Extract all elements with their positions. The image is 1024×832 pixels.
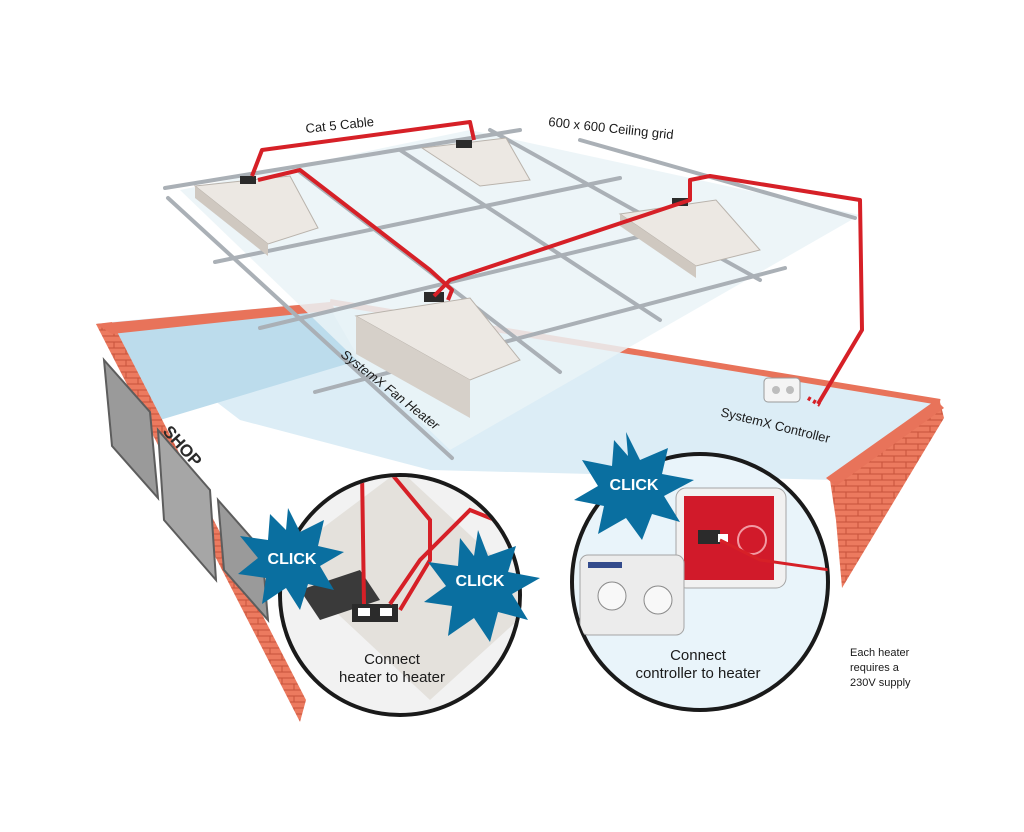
cable-tl-to-tm	[250, 120, 476, 177]
inset-right-line1: Connect	[670, 647, 727, 664]
floor-shadow	[112, 308, 360, 420]
click-burst-left: CLICK	[238, 508, 344, 610]
click-burst-right: CLICK	[574, 432, 694, 540]
heater-units	[193, 137, 761, 418]
label-ceiling-grid: 600 x 600 Ceiling grid	[548, 114, 675, 142]
shop-building	[96, 299, 944, 722]
right-brick-wall	[830, 402, 944, 588]
inset-left-line1: Connect	[364, 651, 421, 668]
supply-note: Each heater requires a 230V supply	[850, 647, 911, 689]
cable-front-to-right	[432, 174, 864, 406]
note-line1: Each heater	[850, 647, 910, 659]
click-middle-text: CLICK	[456, 573, 505, 590]
heater-front	[354, 292, 521, 418]
systemx-controller-unit	[763, 377, 801, 403]
cable-controller	[806, 396, 822, 407]
note-line3: 230V supply	[850, 677, 911, 689]
shop-window-1	[102, 357, 160, 501]
label-cat5-cable: Cat 5 Cable	[305, 114, 375, 136]
inset-right-line2: controller to heater	[635, 665, 760, 682]
inset-left-line2: heater to heater	[339, 669, 445, 686]
shop-window-2	[156, 427, 218, 583]
left-wall-top	[96, 302, 336, 334]
click-left-text: CLICK	[268, 551, 317, 568]
inset-heater-to-heater: Connect heater to heater	[278, 473, 522, 717]
right-wall-top	[826, 400, 944, 486]
cat5-cables	[250, 120, 864, 407]
shop-window-3	[216, 497, 270, 623]
click-burst-middle: CLICK	[424, 530, 540, 642]
note-line2: requires a	[850, 662, 900, 674]
click-right-text: CLICK	[610, 477, 659, 494]
cable-tl-to-front	[257, 168, 454, 301]
heater-top-middle	[420, 137, 531, 187]
